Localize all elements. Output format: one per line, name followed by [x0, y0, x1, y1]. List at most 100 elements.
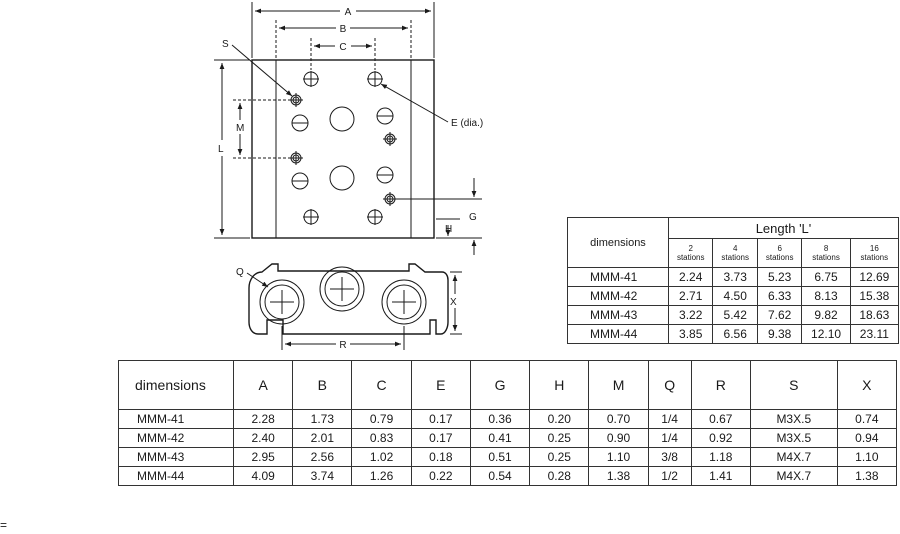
top-view-body — [251, 59, 435, 239]
row-name: MMM-42 — [118, 428, 234, 448]
length-value-cell: 15.38 — [849, 286, 900, 306]
length-table-dimensions-header: dimensions — [567, 217, 669, 268]
length-value-cell: 4.50 — [712, 286, 758, 306]
dims-value-cell: 4.09 — [232, 466, 294, 486]
label-g: G — [469, 212, 477, 223]
length-value-cell: 3.85 — [667, 324, 714, 344]
length-value-cell: 9.38 — [756, 324, 803, 344]
dims-value-cell: 0.28 — [529, 466, 590, 486]
dims-header-cell: E — [410, 360, 471, 410]
dims-value-cell: 0.54 — [469, 466, 531, 486]
dims-value-cell: 0.20 — [529, 409, 590, 429]
front-view-ports — [259, 266, 427, 325]
row-name: MMM-42 — [567, 286, 669, 306]
length-value-cell: 5.42 — [712, 305, 758, 325]
dims-value-cell: M4X.7 — [749, 447, 838, 467]
row-name: MMM-43 — [567, 305, 669, 325]
length-value-cell: 3.73 — [712, 267, 758, 287]
label-e: E (dia.) — [451, 118, 483, 129]
label-m: M — [236, 123, 244, 134]
row-name: MMM-41 — [118, 409, 234, 429]
label-c: C — [339, 42, 346, 53]
dims-value-cell: 2.01 — [292, 428, 353, 448]
stray-text: = — [0, 518, 8, 532]
dims-value-cell: 1/2 — [647, 466, 692, 486]
dims-value-cell: 0.74 — [836, 409, 898, 429]
dims-header-cell: B — [292, 360, 353, 410]
dims-value-cell: 1.38 — [588, 466, 649, 486]
dims-header-cell: X — [836, 360, 898, 410]
dims-header-cell: R — [690, 360, 751, 410]
label-h: H — [445, 224, 452, 235]
dims-value-cell: 1.26 — [351, 466, 412, 486]
length-value-cell: 6.75 — [801, 267, 851, 287]
label-l: L — [218, 144, 224, 155]
dims-value-cell: 2.40 — [232, 428, 294, 448]
dims-value-cell: 1.10 — [836, 447, 898, 467]
dims-value-cell: 1.38 — [836, 466, 898, 486]
dims-value-cell: 2.95 — [232, 447, 294, 467]
row-name: MMM-44 — [118, 466, 234, 486]
dims-value-cell: 0.18 — [410, 447, 471, 467]
length-value-cell: 9.82 — [801, 305, 851, 325]
dims-value-cell: 0.36 — [469, 409, 531, 429]
label-x: X — [450, 297, 457, 308]
dims-value-cell: 0.70 — [588, 409, 649, 429]
dims-value-cell: 0.67 — [690, 409, 751, 429]
label-q: Q — [236, 267, 244, 278]
dims-value-cell: M4X.7 — [749, 466, 838, 486]
dims-value-cell: M3X.5 — [749, 409, 838, 429]
length-table-length-header: Length 'L' — [668, 217, 899, 239]
dims-value-cell: 3/8 — [647, 447, 692, 467]
dims-value-cell: 0.83 — [351, 428, 412, 448]
length-value-cell: 23.11 — [849, 324, 900, 344]
length-value-cell: 12.69 — [849, 267, 900, 287]
dims-value-cell: 0.41 — [469, 428, 531, 448]
row-name: MMM-44 — [567, 324, 669, 344]
dims-header-cell: dimensions — [118, 360, 234, 410]
dims-value-cell: 3.74 — [292, 466, 353, 486]
dims-value-cell: 0.79 — [351, 409, 412, 429]
row-name: MMM-41 — [567, 267, 669, 287]
label-s: S — [222, 39, 229, 50]
dims-value-cell: 1.41 — [690, 466, 751, 486]
length-value-cell: 2.24 — [667, 267, 714, 287]
dims-value-cell: 0.25 — [529, 447, 590, 467]
dims-value-cell: 0.17 — [410, 409, 471, 429]
dims-value-cell: M3X.5 — [749, 428, 838, 448]
dims-header-cell: A — [232, 360, 294, 410]
dims-value-cell: 0.92 — [690, 428, 751, 448]
dims-value-cell: 0.17 — [410, 428, 471, 448]
length-value-cell: 8.13 — [801, 286, 851, 306]
length-value-cell: 5.23 — [756, 267, 803, 287]
dims-value-cell: 0.94 — [836, 428, 898, 448]
dims-header-cell: G — [469, 360, 531, 410]
dims-header-cell: Q — [647, 360, 692, 410]
length-value-cell: 6.33 — [756, 286, 803, 306]
dims-value-cell: 1.10 — [588, 447, 649, 467]
dims-value-cell: 2.28 — [232, 409, 294, 429]
top-view-holes — [289, 71, 397, 225]
dims-value-cell: 1/4 — [647, 409, 692, 429]
front-view-body — [248, 263, 449, 335]
length-value-cell: 18.63 — [849, 305, 900, 325]
label-b: B — [340, 24, 347, 35]
dims-value-cell: 1.18 — [690, 447, 751, 467]
label-r: R — [339, 340, 346, 351]
label-a: A — [345, 7, 352, 18]
dims-header-cell: M — [588, 360, 649, 410]
dims-header-cell: C — [351, 360, 412, 410]
